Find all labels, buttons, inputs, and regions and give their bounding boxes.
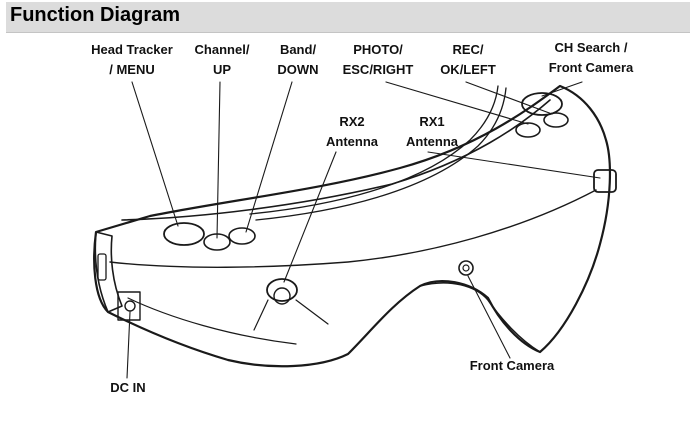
- rx1-antenna-connector: [593, 169, 617, 193]
- label-band-down: Band/ DOWN: [277, 42, 319, 77]
- dc-in-jack: [124, 300, 136, 312]
- page-title: Function Diagram: [10, 4, 181, 26]
- leader-lines: [126, 81, 601, 379]
- left-side-panel: [94, 231, 123, 313]
- label-rx1-antenna: RX1 Antenna: [406, 114, 458, 149]
- head-tracker-button: [163, 222, 205, 246]
- mid-contour-line: [109, 189, 597, 268]
- nose-opening: [419, 282, 541, 353]
- antenna-cable-1: [249, 85, 499, 215]
- photo-esc-right-button: [543, 112, 569, 128]
- rec-ok-left-button: [515, 122, 541, 138]
- label-dc-in: DC IN: [110, 380, 146, 395]
- label-rx2-antenna: RX2 Antenna: [326, 114, 378, 149]
- top-band-line: [121, 99, 551, 221]
- antenna-cable-2: [255, 87, 507, 221]
- label-front-camera: Front Camera: [469, 358, 555, 373]
- ch-search-button: [521, 92, 563, 116]
- label-ch-search-front-camera: CH Search / Front Camera: [548, 40, 634, 75]
- label-photo-esc-right: PHOTO/ ESC/RIGHT: [342, 42, 414, 77]
- side-slot: [97, 253, 107, 281]
- rx2-antenna-connector: [266, 278, 298, 302]
- dc-jack-housing: [117, 291, 141, 321]
- front-camera-lens: [458, 260, 474, 276]
- label-channel-up: Channel/ UP: [194, 42, 250, 77]
- band-down-button: [228, 227, 256, 245]
- label-head-tracker-menu: Head Tracker / MENU: [91, 42, 173, 77]
- label-rec-ok-left: REC/ OK/LEFT: [440, 42, 496, 77]
- lower-contour-line: [127, 297, 297, 345]
- title-bar: Function Diagram: [6, 2, 690, 33]
